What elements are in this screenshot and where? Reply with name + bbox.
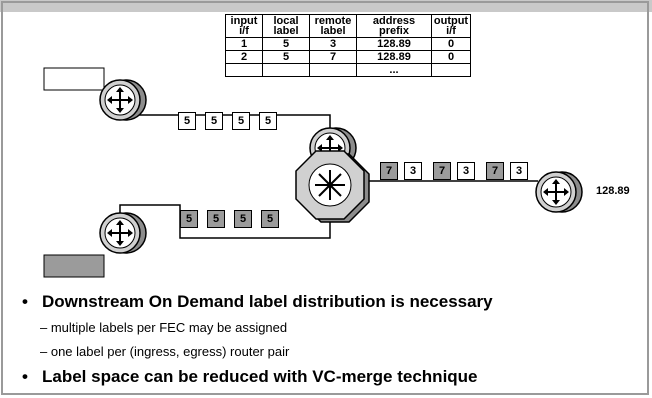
bullet-text: Label space can be reduced with VC-merge… (42, 367, 478, 386)
link-bottom (119, 204, 331, 239)
label-box: 5 (205, 112, 223, 130)
router-ingress-bottom-icon (99, 212, 147, 254)
label-box: 3 (457, 162, 475, 180)
router-ingress-top-icon (99, 79, 147, 121)
bullet-text: Downstream On Demand label distribution … (42, 292, 493, 311)
bullet-item: •Label space can be reduced with VC-merg… (22, 367, 478, 386)
label-box: 7 (486, 162, 504, 180)
label-box: 5 (261, 210, 279, 228)
label-box: 3 (404, 162, 422, 180)
table-cell (431, 63, 471, 77)
network-diagram (43, 67, 583, 278)
label-box: 5 (180, 210, 198, 228)
table-row: 2 5 7 128.89 0 (225, 50, 471, 64)
label-box: 5 (259, 112, 277, 130)
label-box: 5 (234, 210, 252, 228)
atm-switch-icon (295, 150, 370, 223)
label-box: 5 (207, 210, 225, 228)
destination-prefix: 128.89 (596, 185, 630, 197)
sub-bullet-item: – multiple labels per FEC may be assigne… (40, 320, 288, 335)
table-row: ... (225, 63, 471, 77)
host-top (43, 67, 105, 91)
label-box: 3 (510, 162, 528, 180)
sub-bullet-text: multiple labels per FEC may be assigned (50, 320, 288, 335)
router-egress-icon (535, 171, 583, 213)
table-cell: ... (356, 63, 432, 77)
link-top (119, 98, 331, 135)
label-box: 7 (433, 162, 451, 180)
label-box: 7 (380, 162, 398, 180)
host-bottom (43, 254, 105, 278)
sub-bullet-item: – one label per (ingress, egress) router… (40, 344, 290, 359)
sub-bullet-text: one label per (ingress, egress) router p… (50, 344, 290, 359)
top-bar (0, 0, 652, 12)
bullet-item: •Downstream On Demand label distribution… (22, 292, 493, 311)
label-box: 5 (178, 112, 196, 130)
label-box: 5 (232, 112, 250, 130)
